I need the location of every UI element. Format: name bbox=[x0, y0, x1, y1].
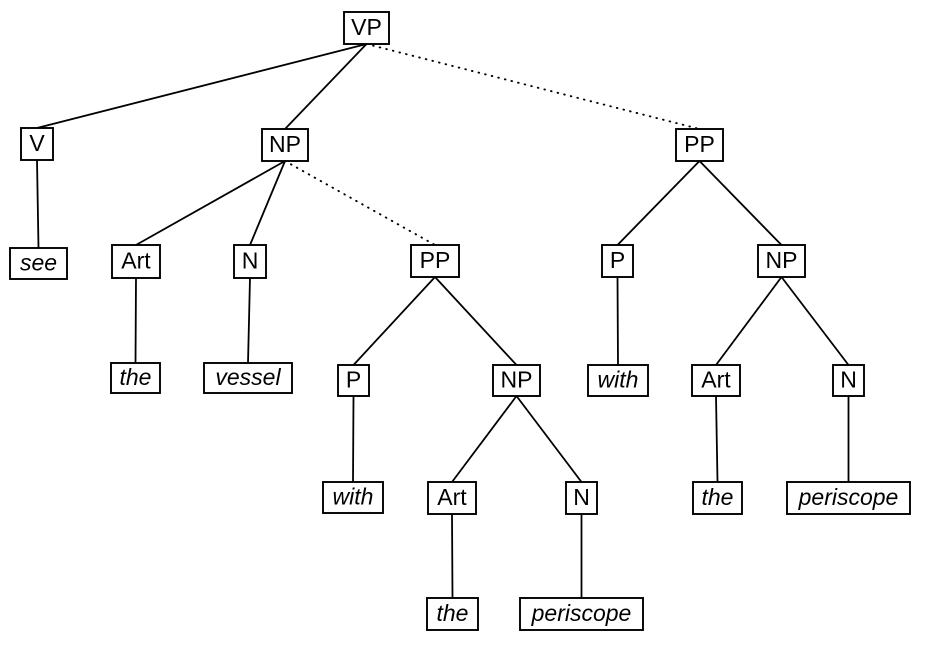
tree-node-art_m[interactable]: Art bbox=[427, 481, 477, 515]
node-border-periscope_r bbox=[786, 481, 911, 515]
node-border-vessel bbox=[203, 362, 293, 394]
tree-node-with_m[interactable]: with bbox=[322, 481, 384, 514]
tree-node-p_right[interactable]: P bbox=[601, 244, 634, 278]
node-border-art_m bbox=[427, 481, 477, 515]
node-border-np_mid bbox=[492, 364, 541, 397]
node-label-periscope_r: periscope bbox=[798, 484, 899, 510]
tree-node-n1[interactable]: N bbox=[233, 244, 267, 279]
tree-edge-vp-to-np1 bbox=[284, 43, 368, 130]
tree-node-n_m[interactable]: N bbox=[565, 481, 598, 515]
node-border-pp_right bbox=[675, 128, 724, 162]
tree-edge-n1-to-vessel bbox=[247, 277, 251, 364]
tree-edge-np_right-to-n_r bbox=[780, 276, 850, 366]
node-border-the_r bbox=[692, 481, 743, 515]
tree-edge-pp_right-to-p_right bbox=[616, 160, 701, 246]
tree-edge-p_mid-to-with_m bbox=[352, 395, 355, 483]
node-label-p_mid: P bbox=[346, 367, 361, 393]
tree-edge-art_m-to-the_m bbox=[451, 513, 454, 599]
node-label-p_right: P bbox=[610, 247, 625, 273]
tree-edge-vp-to-v bbox=[36, 43, 367, 129]
node-label-pp_mid: PP bbox=[420, 247, 451, 273]
node-border-p_mid bbox=[337, 364, 370, 397]
tree-node-periscope_m[interactable]: periscope bbox=[519, 597, 644, 631]
tree-node-np1[interactable]: NP bbox=[261, 128, 309, 162]
node-border-with_m bbox=[322, 481, 384, 514]
node-label-periscope_m: periscope bbox=[531, 600, 632, 626]
tree-edge-art_r-to-the_r bbox=[715, 395, 719, 483]
node-label-n1: N bbox=[242, 248, 259, 274]
node-border-art1 bbox=[111, 244, 161, 279]
tree-edge-p_right-to-with_r bbox=[616, 276, 619, 366]
node-border-v bbox=[20, 127, 54, 161]
node-label-art_r: Art bbox=[701, 367, 731, 393]
tree-node-art1[interactable]: Art bbox=[111, 244, 161, 279]
tree-edge-np_mid-to-n_m bbox=[515, 395, 583, 483]
tree-node-vp[interactable]: VP bbox=[343, 11, 390, 45]
tree-edge-pp_right-to-np_right bbox=[698, 160, 783, 246]
tree-node-p_mid[interactable]: P bbox=[337, 364, 370, 397]
node-border-np_right bbox=[757, 244, 806, 278]
node-border-n_m bbox=[565, 481, 598, 515]
node-border-art_r bbox=[691, 364, 741, 397]
node-label-vessel: vessel bbox=[215, 364, 281, 390]
node-label-the_r: the bbox=[702, 484, 734, 510]
tree-node-with_r[interactable]: with bbox=[587, 364, 649, 397]
tree-edge-pp_mid-to-p_mid bbox=[352, 276, 436, 366]
node-label-with_m: with bbox=[333, 484, 374, 510]
node-border-the_m bbox=[426, 597, 479, 631]
tree-node-art_r[interactable]: Art bbox=[691, 364, 741, 397]
tree-edge-np_mid-to-art_m bbox=[451, 395, 518, 483]
node-label-np_right: NP bbox=[766, 247, 798, 273]
node-label-art_m: Art bbox=[437, 484, 467, 510]
tree-node-the1[interactable]: the bbox=[110, 362, 161, 394]
tree-node-the_r[interactable]: the bbox=[692, 481, 743, 515]
node-label-see: see bbox=[20, 250, 57, 276]
node-label-v: V bbox=[29, 130, 45, 156]
tree-node-pp_right[interactable]: PP bbox=[675, 128, 724, 162]
tree-edge-vp-to-pp_right bbox=[365, 43, 701, 130]
tree-node-v[interactable]: V bbox=[20, 127, 54, 161]
tree-node-np_mid[interactable]: NP bbox=[492, 364, 541, 397]
node-border-periscope_m bbox=[519, 597, 644, 631]
node-border-with_r bbox=[587, 364, 649, 397]
tree-node-np_right[interactable]: NP bbox=[757, 244, 806, 278]
tree-edge-np1-to-n1 bbox=[249, 160, 286, 246]
node-label-pp_right: PP bbox=[684, 131, 715, 157]
tree-node-see[interactable]: see bbox=[9, 247, 68, 280]
tree-node-the_m[interactable]: the bbox=[426, 597, 479, 631]
node-border-pp_mid bbox=[410, 244, 460, 278]
node-border-vp bbox=[343, 11, 390, 45]
node-label-the1: the bbox=[120, 364, 152, 390]
tree-node-pp_mid[interactable]: PP bbox=[410, 244, 460, 278]
tree-node-periscope_r[interactable]: periscope bbox=[786, 481, 911, 515]
node-label-vp: VP bbox=[351, 14, 382, 40]
node-label-art1: Art bbox=[121, 248, 151, 274]
tree-edge-art1-to-the1 bbox=[134, 277, 137, 364]
tree-edge-np1-to-pp_mid bbox=[284, 160, 436, 246]
tree-edge-v-to-see bbox=[36, 159, 40, 249]
node-border-np1 bbox=[261, 128, 309, 162]
node-border-n1 bbox=[233, 244, 267, 279]
tree-edge-pp_mid-to-np_mid bbox=[434, 276, 518, 366]
tree-node-vessel[interactable]: vessel bbox=[203, 362, 293, 394]
node-label-n_r: N bbox=[840, 367, 857, 393]
node-label-with_r: with bbox=[598, 367, 639, 393]
node-label-np_mid: NP bbox=[501, 367, 533, 393]
node-label-the_m: the bbox=[437, 600, 469, 626]
tree-node-n_r[interactable]: N bbox=[832, 364, 865, 397]
node-border-n_r bbox=[832, 364, 865, 397]
node-border-the1 bbox=[110, 362, 161, 394]
node-border-see bbox=[9, 247, 68, 280]
node-label-n_m: N bbox=[573, 484, 590, 510]
node-label-np1: NP bbox=[269, 131, 301, 157]
tree-edge-np1-to-art1 bbox=[135, 160, 286, 246]
node-border-p_right bbox=[601, 244, 634, 278]
edge-layer bbox=[36, 43, 850, 599]
tree-edge-np_right-to-art_r bbox=[715, 276, 783, 366]
